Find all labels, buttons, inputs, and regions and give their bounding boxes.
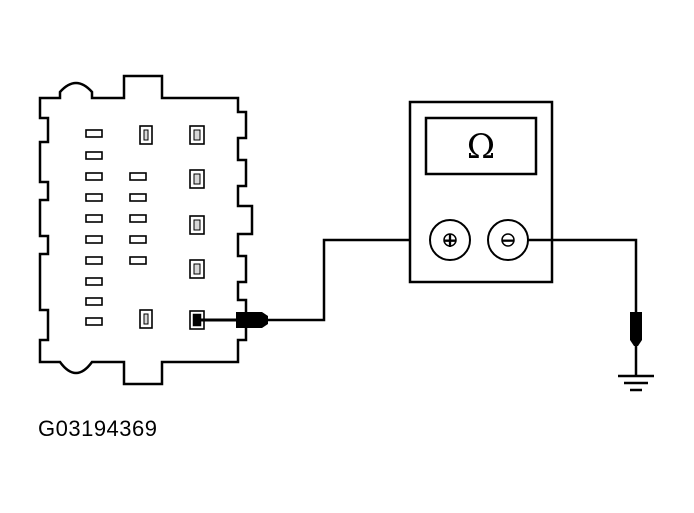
meter-display-symbol: Ω xyxy=(467,127,495,167)
cavity-column-middle xyxy=(129,125,153,329)
cavity-pins xyxy=(143,129,201,325)
positive-terminal-jack xyxy=(443,233,457,247)
negative-lead-wire xyxy=(528,238,638,312)
positive-terminal-sign: + xyxy=(442,228,459,252)
ohmmeter: Ω + − xyxy=(408,100,554,284)
negative-terminal-sign: − xyxy=(500,228,517,252)
positive-lead-wire xyxy=(268,238,430,322)
negative-lead xyxy=(528,238,654,392)
cavity-column-left xyxy=(85,129,103,326)
positive-lead xyxy=(200,238,430,328)
meter-display xyxy=(424,116,538,176)
negative-terminal-jack xyxy=(501,233,515,247)
probed-pin xyxy=(192,313,202,327)
connector xyxy=(38,74,254,386)
ground-probe xyxy=(630,312,642,346)
probe-handle xyxy=(236,312,268,328)
connector-outline xyxy=(38,74,254,386)
ground-symbol-icon xyxy=(618,374,654,392)
figure-id: G03194369 xyxy=(38,416,158,441)
